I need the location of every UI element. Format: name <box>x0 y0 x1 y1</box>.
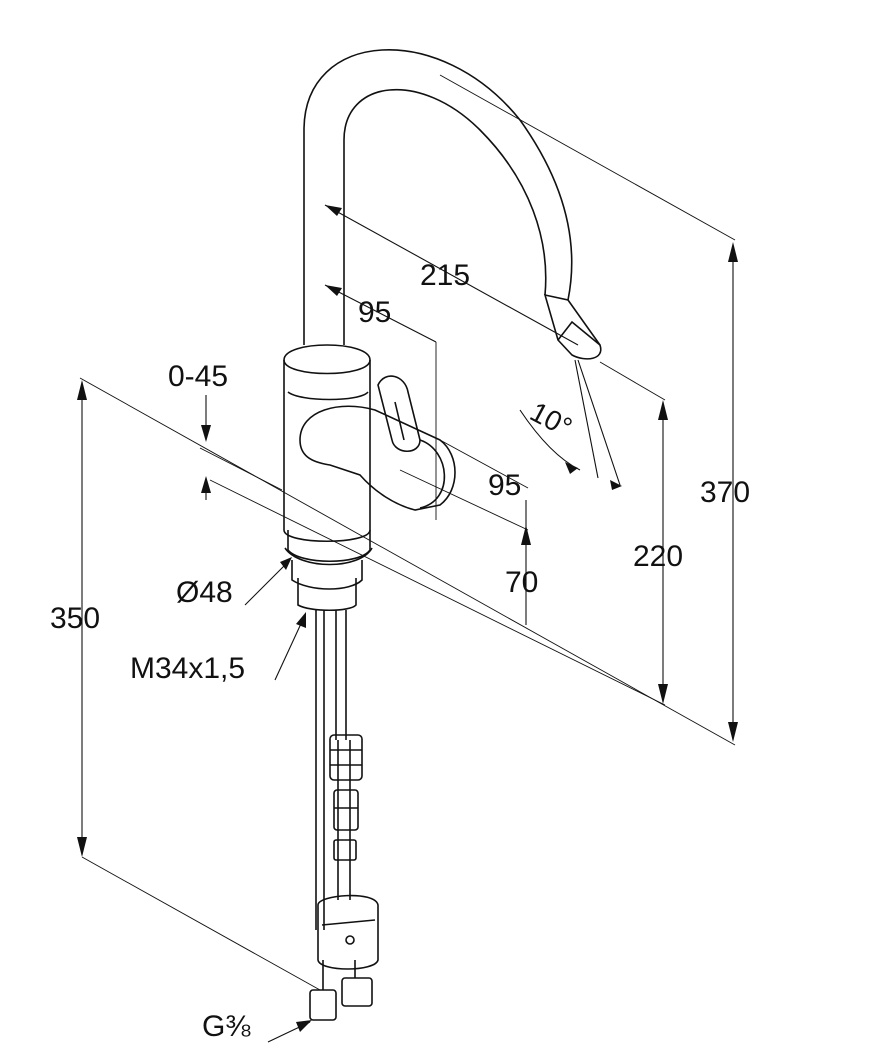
label-spout-reach: 215 <box>420 259 470 292</box>
label-connection: G⅜ <box>202 1010 251 1043</box>
dimension-lines <box>77 74 738 1043</box>
label-hose-length: 350 <box>50 602 100 635</box>
label-lever-offset: 95 <box>358 296 391 329</box>
label-lever-height: 95 <box>488 469 521 502</box>
label-total-height: 370 <box>700 476 750 509</box>
label-swivel-angle: 0-45 <box>168 360 228 393</box>
label-body-height: 70 <box>505 566 538 599</box>
label-outlet-height: 220 <box>633 540 683 573</box>
label-thread: M34x1,5 <box>130 652 245 685</box>
label-spray-angle: 10° <box>525 396 577 443</box>
faucet-outline <box>283 49 602 1021</box>
label-base-diameter: Ø48 <box>176 576 233 609</box>
